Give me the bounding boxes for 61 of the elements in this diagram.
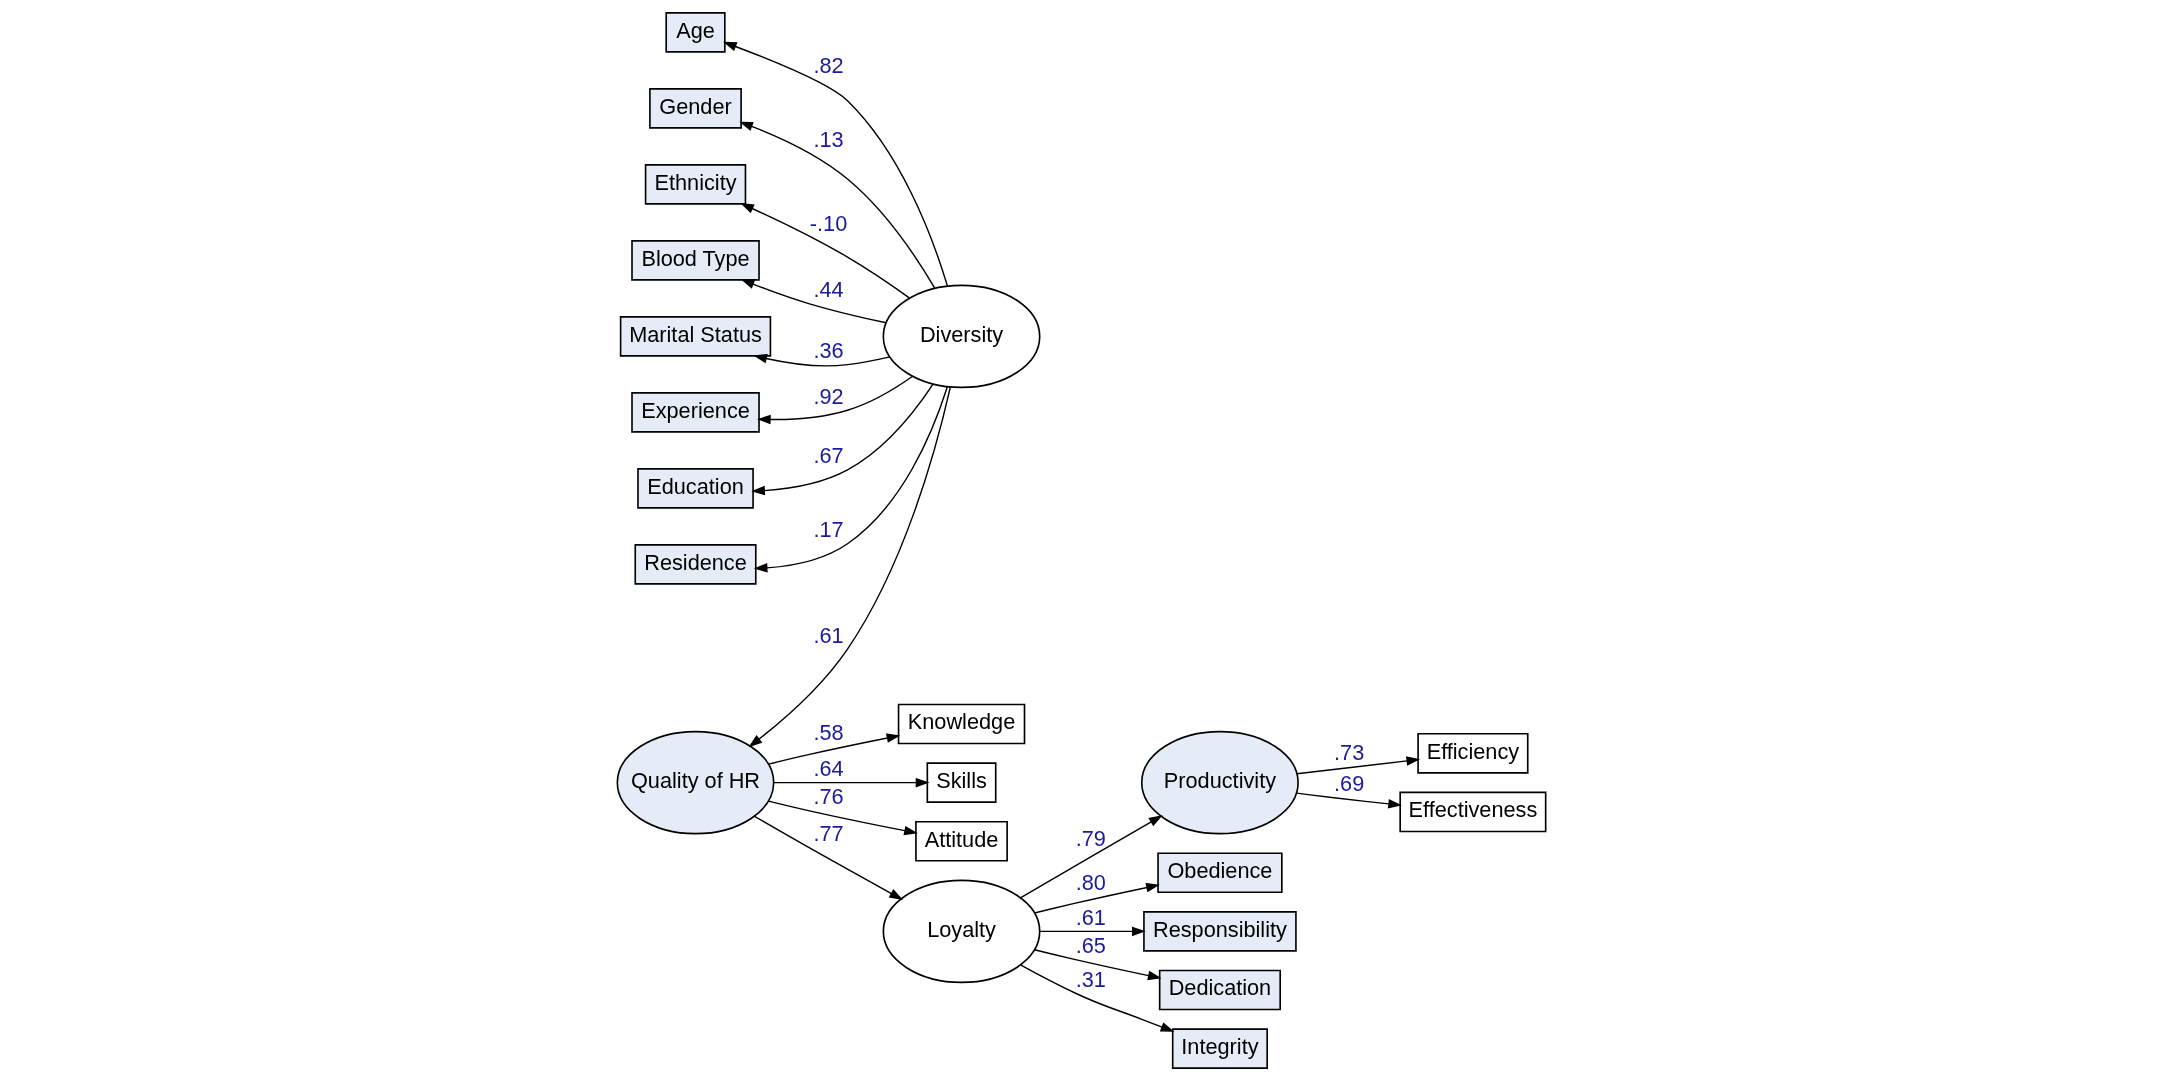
arrow — [1295, 792, 1402, 809]
arrow — [723, 41, 949, 287]
node-box: Efficiency — [1417, 732, 1529, 774]
node-box: Skills — [926, 762, 997, 803]
edge-label: .69 — [1334, 771, 1365, 797]
arrow — [1033, 949, 1162, 981]
edge-label: .36 — [813, 338, 844, 364]
node-box: Dedication — [1158, 969, 1281, 1011]
arrow — [753, 353, 891, 367]
edge-label: .61 — [813, 622, 844, 648]
edge-label: .58 — [813, 720, 844, 746]
edge-label: .82 — [813, 52, 844, 78]
node-box: Effectiveness — [1399, 791, 1547, 833]
node-ellipse: Productivity — [1140, 730, 1299, 835]
node-box: Age — [665, 12, 726, 53]
edge-label: .61 — [1075, 904, 1106, 930]
arrow — [1039, 926, 1146, 937]
node-box: Integrity — [1171, 1028, 1268, 1069]
node-ellipse: Diversity — [882, 284, 1041, 389]
node-box: Attitude — [915, 820, 1008, 862]
node-box: Residence — [634, 544, 757, 585]
arrow — [753, 815, 904, 900]
edge-label: .76 — [813, 784, 844, 810]
edge-label: .31 — [1075, 966, 1106, 992]
edge-label: .13 — [813, 127, 844, 153]
edge-label: .73 — [1334, 739, 1365, 765]
node-box: Knowledge — [897, 703, 1026, 745]
edge-label: .44 — [813, 277, 844, 303]
node-box: Blood Type — [631, 240, 760, 281]
node-box: Education — [637, 468, 754, 509]
node-ellipse: Quality of HR — [616, 730, 775, 835]
arrow — [757, 375, 914, 425]
node-box: Ethnicity — [644, 164, 747, 205]
node-box: Marital Status — [619, 316, 772, 357]
arrow — [773, 777, 930, 788]
arrow — [767, 733, 901, 765]
node-box: Gender — [649, 88, 742, 129]
edge-label: .92 — [813, 383, 844, 409]
arrow — [1033, 882, 1160, 914]
node-box: Responsibility — [1143, 911, 1297, 952]
edge-label: .77 — [813, 821, 844, 847]
node-box: Experience — [631, 392, 760, 433]
edge-label: -.10 — [809, 211, 848, 237]
edge-label: .65 — [1075, 933, 1106, 959]
arrow — [740, 203, 911, 299]
edge-label: .64 — [813, 756, 844, 782]
node-box: Obedience — [1157, 852, 1283, 894]
edge-label: .80 — [1075, 870, 1106, 896]
arrow — [1019, 964, 1175, 1032]
node-ellipse: Loyalty — [882, 879, 1041, 984]
arrow — [751, 383, 934, 496]
edge-label: .67 — [813, 443, 844, 469]
arrow — [767, 800, 918, 836]
arrow — [748, 386, 952, 748]
edge-label: .79 — [1075, 825, 1106, 851]
arrow — [1296, 756, 1421, 775]
arrow — [740, 279, 887, 324]
arrow — [753, 386, 949, 573]
arrow — [739, 121, 936, 289]
arrow — [1019, 815, 1163, 899]
edge-label: .17 — [813, 517, 844, 543]
